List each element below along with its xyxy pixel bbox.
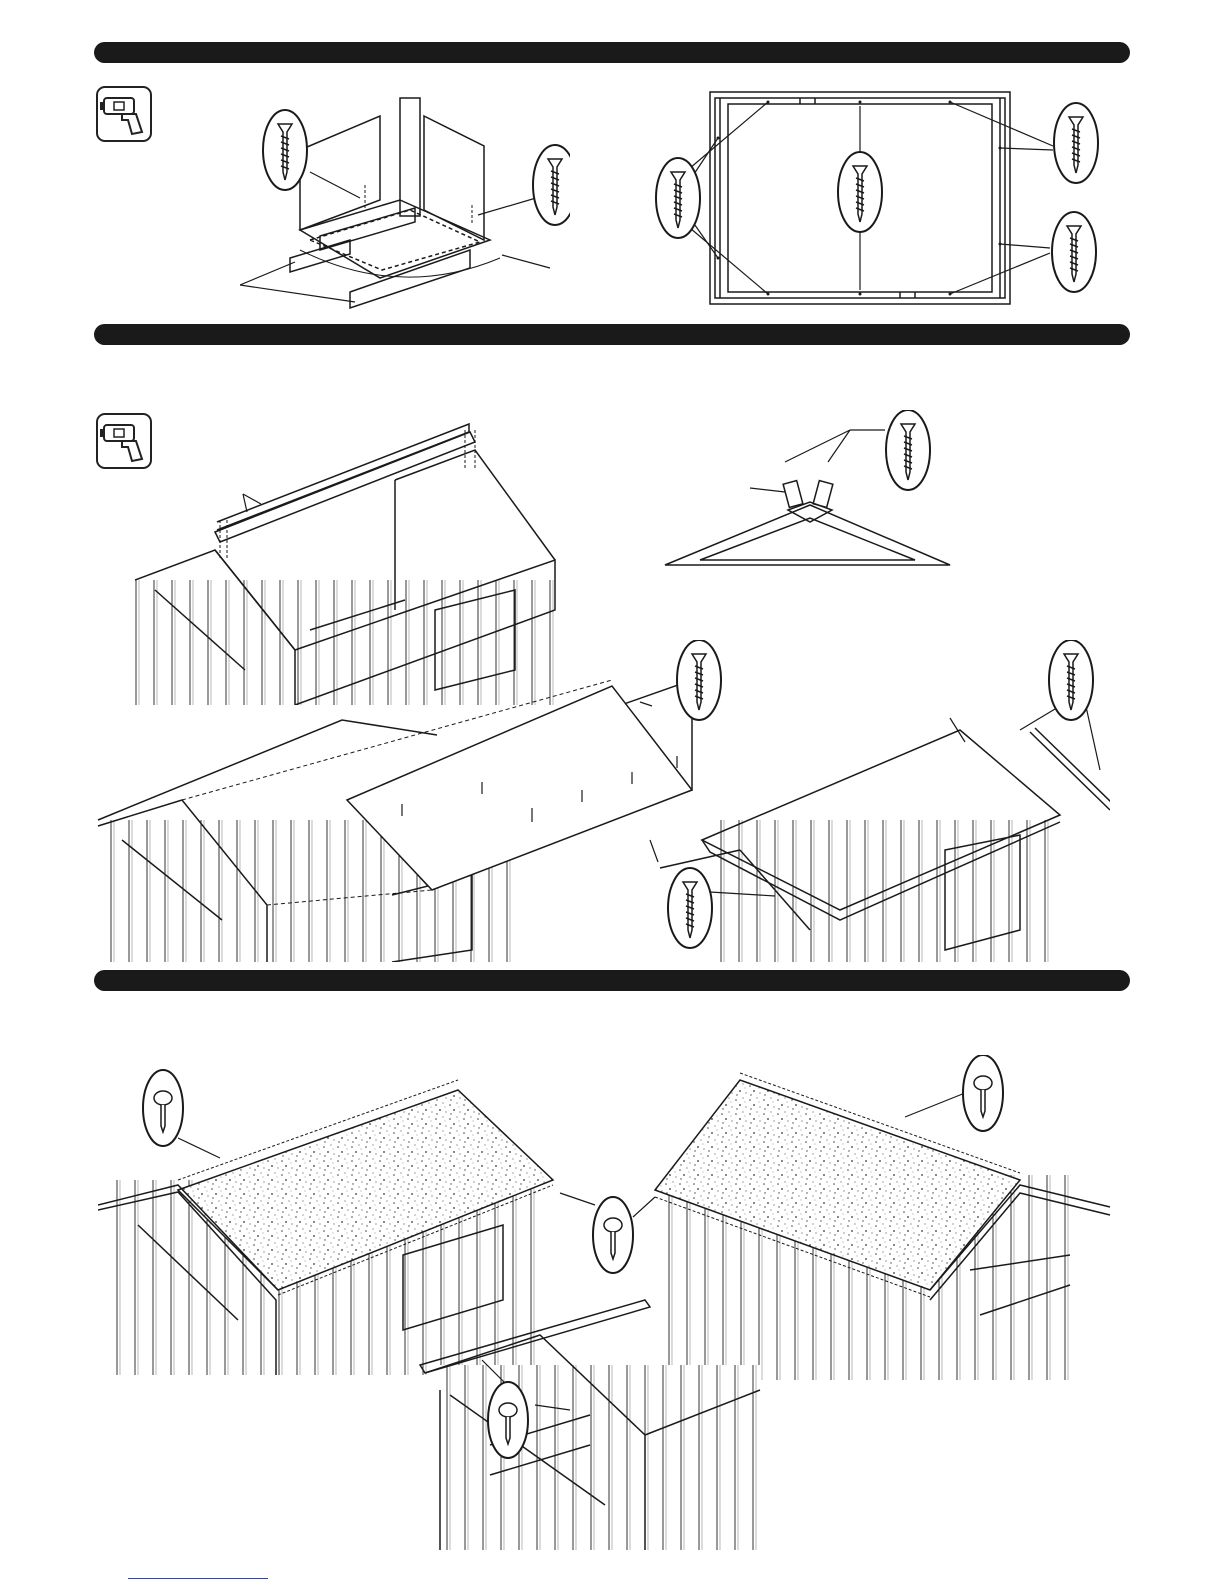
roof-felt-gable-detail — [410, 1295, 765, 1550]
screw-icon — [656, 158, 700, 238]
step-bar-2 — [94, 324, 1130, 345]
felt-nail-icon — [143, 1070, 183, 1146]
screw-icon — [1049, 640, 1093, 720]
screw-icon — [263, 110, 307, 190]
screw-icon — [1052, 212, 1096, 292]
screw-icon — [886, 410, 930, 490]
felt-nail-icon — [963, 1055, 1003, 1131]
roof-panel-right-diagram — [630, 640, 1110, 962]
screw-icon — [533, 145, 570, 225]
felt-nail-center — [555, 1185, 665, 1285]
screw-icon — [668, 868, 712, 948]
footer-link-underline[interactable] — [128, 1578, 268, 1579]
step-bar-3 — [94, 970, 1130, 991]
screw-icon — [838, 152, 882, 232]
floor-plan-diagram — [650, 88, 1120, 313]
felt-nail-icon — [593, 1197, 633, 1273]
floor-corner-diagram — [240, 90, 570, 320]
felt-nail-icon — [488, 1382, 528, 1458]
screw-icon — [1054, 103, 1098, 183]
drill-icon — [96, 86, 152, 142]
truss-detail-diagram — [660, 410, 960, 585]
step-bar-1 — [94, 42, 1130, 63]
